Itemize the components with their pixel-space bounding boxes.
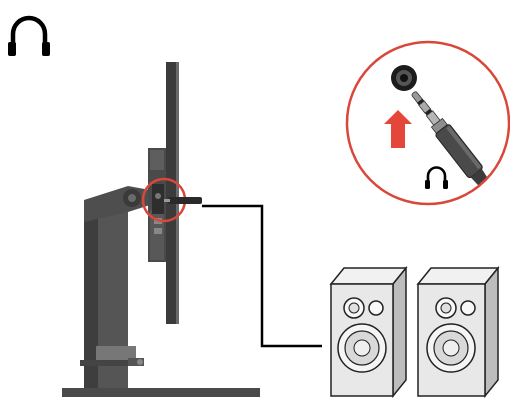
audio-cable	[202, 204, 322, 348]
audio-plug	[411, 91, 509, 204]
monitor-panel	[166, 62, 178, 324]
monitor-base	[62, 388, 260, 397]
callout-headphones-icon	[425, 166, 448, 189]
headphones-icon	[8, 15, 50, 56]
monitor	[62, 62, 260, 397]
zoom-callout	[345, 40, 510, 206]
audio-jack-socket	[391, 65, 417, 91]
monitor-plug	[168, 197, 202, 204]
speaker-left	[329, 265, 408, 399]
speaker-right	[416, 265, 500, 399]
insert-direction-arrow	[384, 110, 412, 148]
